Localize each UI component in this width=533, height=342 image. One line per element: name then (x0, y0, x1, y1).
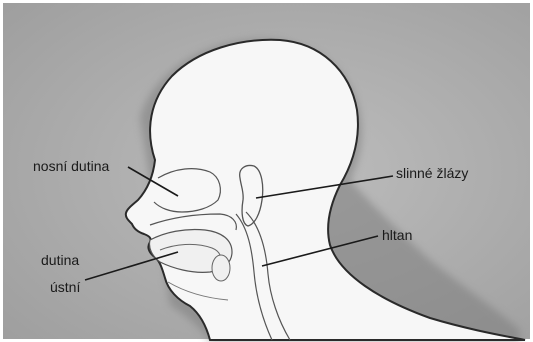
label-pharynx: hltan (382, 227, 412, 243)
label-oral-cavity-line2: ústní (50, 279, 80, 295)
salivary-gland (212, 255, 230, 281)
label-oral-cavity-line1: dutina (41, 252, 79, 268)
label-salivary-glands: slinné žlázy (396, 165, 468, 181)
label-nasal-cavity: nosní dutina (33, 158, 109, 174)
